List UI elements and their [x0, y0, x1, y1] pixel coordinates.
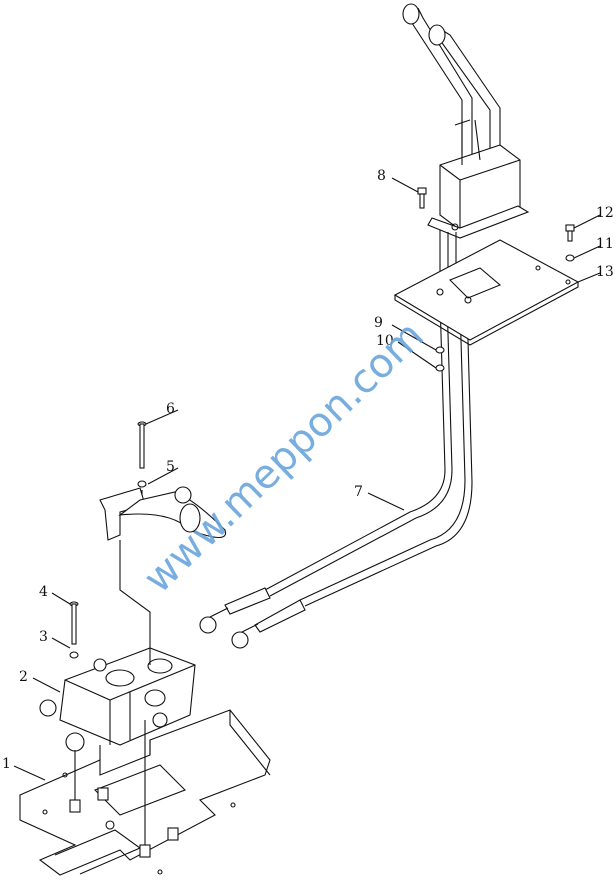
label-1: 1: [2, 756, 11, 772]
label-12: 12: [596, 205, 614, 221]
label-7: 7: [354, 484, 363, 500]
label-8: 8: [377, 168, 386, 184]
label-6: 6: [166, 401, 175, 417]
mounting-plate: [393, 239, 580, 346]
label-13: 13: [596, 264, 614, 280]
cable-bracket: [99, 486, 227, 665]
label-3: 3: [39, 629, 48, 645]
label-11: 11: [596, 236, 614, 252]
label-4: 4: [39, 584, 48, 600]
label-5: 5: [166, 459, 175, 475]
label-2: 2: [19, 669, 28, 685]
label-10: 10: [376, 333, 394, 349]
label-9: 9: [374, 315, 383, 331]
control-lever-assembly: [402, 3, 530, 290]
valve-block: [39, 647, 196, 845]
leader-lines: [13, 177, 601, 781]
watermark: www.meppon.com: [135, 312, 433, 602]
control-cables: [199, 299, 473, 649]
bolt-4: [69, 601, 79, 659]
bolt-6: [137, 421, 147, 500]
